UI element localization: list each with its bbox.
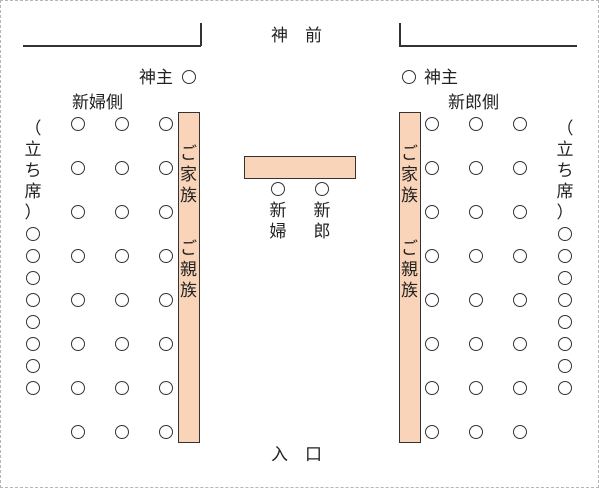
guest-seat — [159, 117, 173, 131]
guest-seat — [425, 249, 439, 263]
front-rail-right-post — [399, 23, 401, 46]
guest-seat — [425, 337, 439, 351]
guest-seat — [71, 381, 85, 395]
guest-seat — [115, 117, 129, 131]
guest-seat — [513, 337, 527, 351]
standing-seat — [26, 293, 40, 307]
guest-seat — [469, 337, 483, 351]
guest-seat — [469, 117, 483, 131]
guest-seat — [425, 293, 439, 307]
guest-seat — [513, 249, 527, 263]
guest-seat — [425, 161, 439, 175]
guest-seat — [71, 425, 85, 439]
standing-seat — [26, 359, 40, 373]
standing-label-groom-side: （ 立 ち 席 ） — [556, 119, 574, 223]
guest-seat — [115, 205, 129, 219]
standing-label-bride-side: （ 立 ち 席 ） — [24, 119, 42, 223]
standing-seat — [26, 381, 40, 395]
guest-seat — [71, 161, 85, 175]
guest-seat — [71, 205, 85, 219]
bench-groom-text-family: ご 家 族 — [401, 144, 418, 206]
front-rail-left-post — [200, 23, 202, 46]
bride-label: 新 婦 — [269, 201, 287, 242]
guest-seat — [71, 117, 85, 131]
guest-seat — [425, 381, 439, 395]
standing-seat — [558, 337, 572, 351]
guest-seat — [513, 161, 527, 175]
standing-seat — [26, 315, 40, 329]
guest-seat — [115, 381, 129, 395]
guest-seat — [71, 337, 85, 351]
guest-seat — [469, 161, 483, 175]
standing-seat — [558, 293, 572, 307]
standing-seat — [558, 381, 572, 395]
standing-seat — [558, 227, 572, 241]
standing-seat — [26, 337, 40, 351]
priest-seat-groom-side — [402, 70, 416, 84]
guest-seat — [513, 425, 527, 439]
guest-seat — [159, 293, 173, 307]
guest-seat — [159, 381, 173, 395]
guest-seat — [513, 205, 527, 219]
groom-seat — [315, 182, 329, 196]
altar-table — [244, 156, 356, 179]
bench-bride-text-family: ご 家 族 — [180, 144, 197, 206]
guest-seat — [469, 249, 483, 263]
priest-seat-bride-side — [182, 70, 196, 84]
bride-seat — [271, 182, 285, 196]
bench-bride-family: ご 家 族 ご 親 族 — [178, 112, 200, 443]
groom-side-label: 新郎側 — [448, 93, 499, 113]
guest-seat — [513, 381, 527, 395]
standing-seat — [558, 249, 572, 263]
guest-seat — [115, 249, 129, 263]
standing-seat — [26, 271, 40, 285]
bride-side-label: 新婦側 — [72, 93, 123, 113]
standing-seat — [558, 271, 572, 285]
standing-seat — [558, 315, 572, 329]
guest-seat — [469, 205, 483, 219]
guest-seat — [469, 293, 483, 307]
bench-groom-family: ご 家 族 ご 親 族 — [399, 112, 421, 443]
guest-seat — [469, 425, 483, 439]
guest-seat — [425, 205, 439, 219]
guest-seat — [115, 337, 129, 351]
guest-seat — [71, 249, 85, 263]
priest-label-groom-side: 神主 — [424, 68, 458, 88]
guest-seat — [159, 249, 173, 263]
groom-label: 新 郎 — [313, 201, 331, 242]
front-rail-left — [23, 45, 201, 47]
priest-label-bride-side: 神主 — [139, 68, 173, 88]
front-rail-right — [399, 45, 577, 47]
guest-seat — [513, 117, 527, 131]
standing-seat — [26, 249, 40, 263]
guest-seat — [513, 293, 527, 307]
guest-seat — [425, 425, 439, 439]
guest-seat — [115, 425, 129, 439]
standing-seat — [558, 359, 572, 373]
guest-seat — [159, 337, 173, 351]
guest-seat — [425, 117, 439, 131]
guest-seat — [115, 293, 129, 307]
entrance-label: 入 口 — [271, 445, 322, 465]
guest-seat — [115, 161, 129, 175]
guest-seat — [159, 425, 173, 439]
guest-seat — [71, 293, 85, 307]
guest-seat — [159, 161, 173, 175]
bench-bride-text-relatives: ご 親 族 — [180, 239, 197, 301]
bench-groom-text-relatives: ご 親 族 — [401, 239, 418, 301]
guest-seat — [469, 381, 483, 395]
guest-seat — [159, 205, 173, 219]
shinzen-label: 神 前 — [271, 26, 322, 46]
standing-seat — [26, 227, 40, 241]
